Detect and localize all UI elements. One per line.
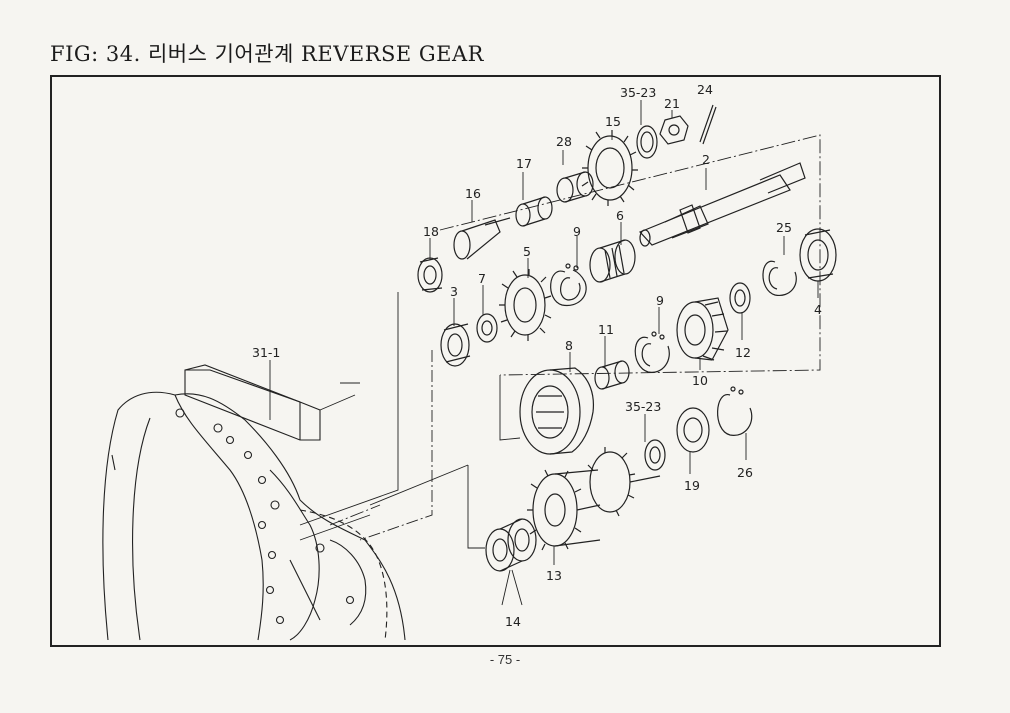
part-18-bearing <box>417 257 443 293</box>
callout-6: 6 <box>616 208 624 223</box>
callout-26: 26 <box>737 465 753 480</box>
part-13-gear-cluster <box>527 447 661 551</box>
page-number: - 75 - <box>489 652 521 667</box>
callout-9-mid: 9 <box>656 293 664 308</box>
part-25-ring <box>762 260 797 297</box>
part-21-nut <box>659 115 689 145</box>
part-8-hub <box>519 367 595 455</box>
callout-8: 8 <box>565 338 573 353</box>
callout-13: 13 <box>546 568 562 583</box>
figure-title: FIG: 34. 리버스 기어관계 REVERSE GEAR <box>50 42 484 66</box>
callout-5: 5 <box>523 244 531 259</box>
callout-35-23-top: 35-23 <box>620 85 656 100</box>
callout-7: 7 <box>478 271 486 286</box>
callout-4: 4 <box>814 302 822 317</box>
part-16-shaft <box>453 217 511 260</box>
part-26-ring <box>717 386 753 436</box>
callout-28: 28 <box>556 134 572 149</box>
part-28-sleeve <box>556 171 594 203</box>
part-6-needle-bearing <box>589 239 636 283</box>
callout-11: 11 <box>598 322 614 337</box>
part-24-pin <box>699 104 717 145</box>
callout-25: 25 <box>776 220 792 235</box>
transmission-case <box>102 364 406 641</box>
callout-16: 16 <box>465 186 481 201</box>
callout-31-1: 31-1 <box>252 345 280 360</box>
part-2-mainshaft <box>638 162 806 247</box>
part-35-23-washer-top <box>636 125 658 159</box>
callout-14: 14 <box>505 614 521 629</box>
part-3-bearing <box>440 323 471 367</box>
callout-3: 3 <box>450 284 458 299</box>
diagram-frame <box>50 75 941 647</box>
part-17-collar <box>515 196 553 227</box>
callout-10: 10 <box>692 373 708 388</box>
part-14-bearings <box>485 518 537 572</box>
callout-19: 19 <box>684 478 700 493</box>
part-10-gear <box>676 297 729 361</box>
callout-2: 2 <box>702 152 710 167</box>
callout-24: 24 <box>697 82 713 97</box>
callout-21: 21 <box>664 96 680 111</box>
callout-9-top: 9 <box>573 224 581 239</box>
part-15-gear <box>581 130 638 206</box>
callout-12: 12 <box>735 345 751 360</box>
part-35-23-washer-lower <box>644 439 666 471</box>
callout-17: 17 <box>516 156 532 171</box>
part-9-snap-ring-top <box>550 263 587 307</box>
part-4-bearing <box>799 228 837 282</box>
part-19-bearing <box>676 407 710 453</box>
part-9-snap-ring-mid <box>634 331 670 373</box>
part-5-gear <box>499 269 552 341</box>
part-11-collar <box>594 360 630 390</box>
callout-18: 18 <box>423 224 439 239</box>
part-12-washer <box>729 282 751 314</box>
callout-35-23-lower: 35-23 <box>625 399 661 414</box>
part-7-washer <box>476 313 498 343</box>
callout-15: 15 <box>605 114 621 129</box>
